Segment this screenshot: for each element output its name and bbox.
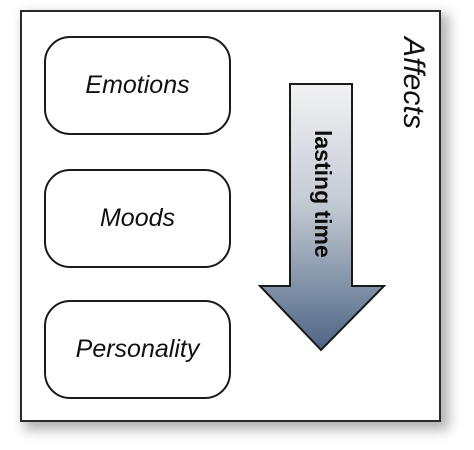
affects-frame: Emotions Moods Personality Affects lasti… (20, 10, 441, 422)
emotions-box: Emotions (44, 36, 231, 135)
lasting-time-arrow: lasting time (258, 82, 386, 352)
emotions-label: Emotions (85, 71, 190, 99)
moods-box: Moods (44, 169, 231, 268)
personality-box: Personality (44, 300, 231, 399)
affects-label: Affects (397, 37, 430, 129)
personality-label: Personality (75, 335, 200, 363)
moods-label: Moods (99, 204, 176, 232)
down-arrow-icon (258, 83, 386, 352)
lasting-time-label: lasting time (310, 130, 336, 258)
